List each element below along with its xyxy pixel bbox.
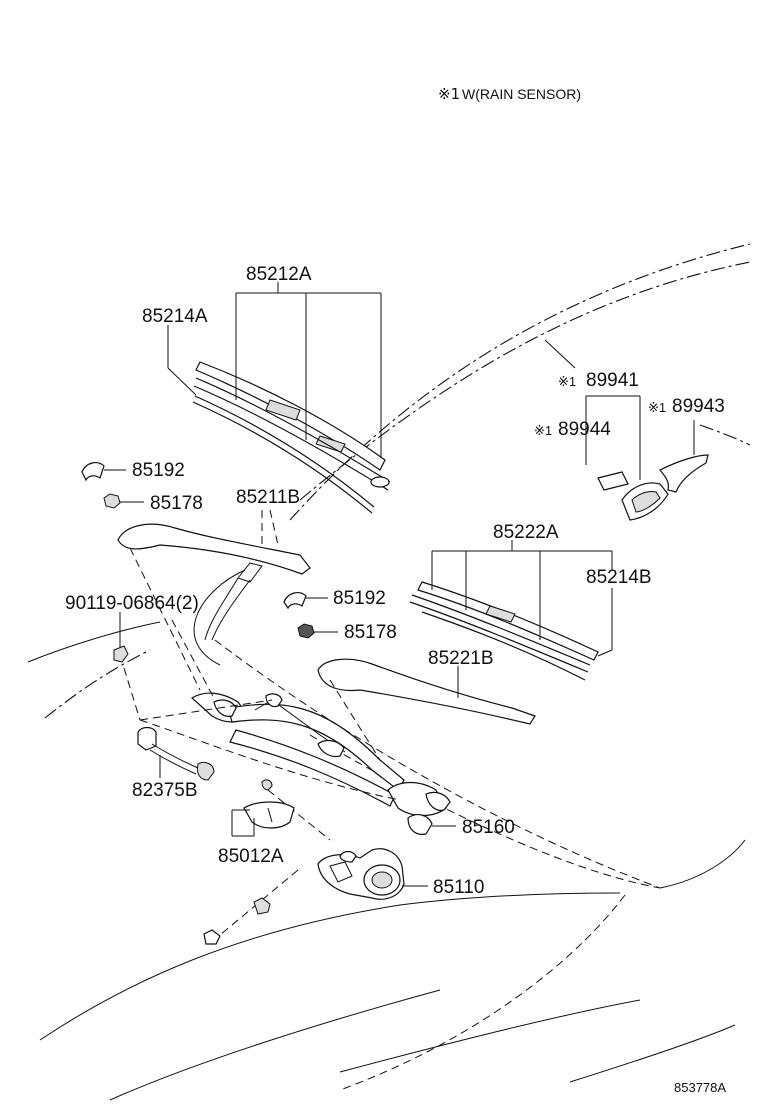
cap-85192-lower [283, 592, 328, 610]
passenger-wiper-blade [409, 581, 599, 681]
label-82375B: 82375B [132, 780, 198, 801]
front-wiper-arm [117, 523, 311, 641]
label-85212A: 85212A [246, 264, 312, 285]
label-85221B: 85221B [428, 648, 494, 669]
rain-sensor-note: ※1 W(RAIN SENSOR) [438, 85, 581, 103]
wiper-motor-85110 [317, 848, 405, 900]
nut-85178-lower [297, 623, 338, 639]
label-85160: 85160 [462, 817, 515, 838]
label-85222A: 85222A [493, 522, 559, 543]
rain-sensor-leaders [544, 339, 695, 480]
bolt-90119 [113, 612, 129, 663]
label-85192-lower: 85192 [333, 588, 386, 609]
rain-sensor-pad-89944 [597, 471, 629, 491]
label-85110: 85110 [433, 877, 484, 898]
label-89943: 89943 [672, 396, 725, 417]
bracket-85012A [243, 779, 295, 829]
label-89941: 89941 [586, 370, 639, 391]
assembly-dashed-lines [123, 547, 401, 936]
leader-85222A [431, 540, 613, 657]
mark-89943: ※1 [648, 400, 666, 415]
rain-sensor-cover-89943 [659, 454, 709, 493]
front-wiper-blade [192, 361, 391, 514]
label-85178-lower: 85178 [344, 622, 397, 643]
label-85211B: 85211B [236, 487, 300, 508]
label-85012A: 85012A [218, 846, 284, 867]
leader-85212A [235, 282, 382, 458]
mark-89944: ※1 [534, 423, 552, 438]
nut-85178-upper [103, 493, 144, 509]
mark-89941: ※1 [558, 374, 576, 389]
diagram-code: 853778A [674, 1080, 726, 1095]
wiper-link-assembly [191, 692, 451, 835]
label-90119-06864: 90119-06864(2) [65, 593, 199, 614]
passenger-wiper-arm [317, 658, 536, 725]
body-outline [27, 243, 751, 1101]
label-85214A-left: 85214A [142, 306, 208, 327]
label-85214B: 85214B [586, 567, 652, 588]
note-text: W(RAIN SENSOR) [462, 86, 581, 102]
label-85178-upper: 85178 [150, 493, 203, 514]
motor-bolt-and-nut [203, 897, 271, 945]
cap-85192-upper [81, 462, 126, 482]
note-mark: ※1 [438, 85, 460, 103]
rain-sensor-unit-89941 [621, 482, 669, 521]
leader-85012A [231, 809, 255, 837]
label-89944: 89944 [558, 419, 611, 440]
connector-82375B [137, 726, 215, 781]
label-85192-upper: 85192 [132, 460, 185, 481]
